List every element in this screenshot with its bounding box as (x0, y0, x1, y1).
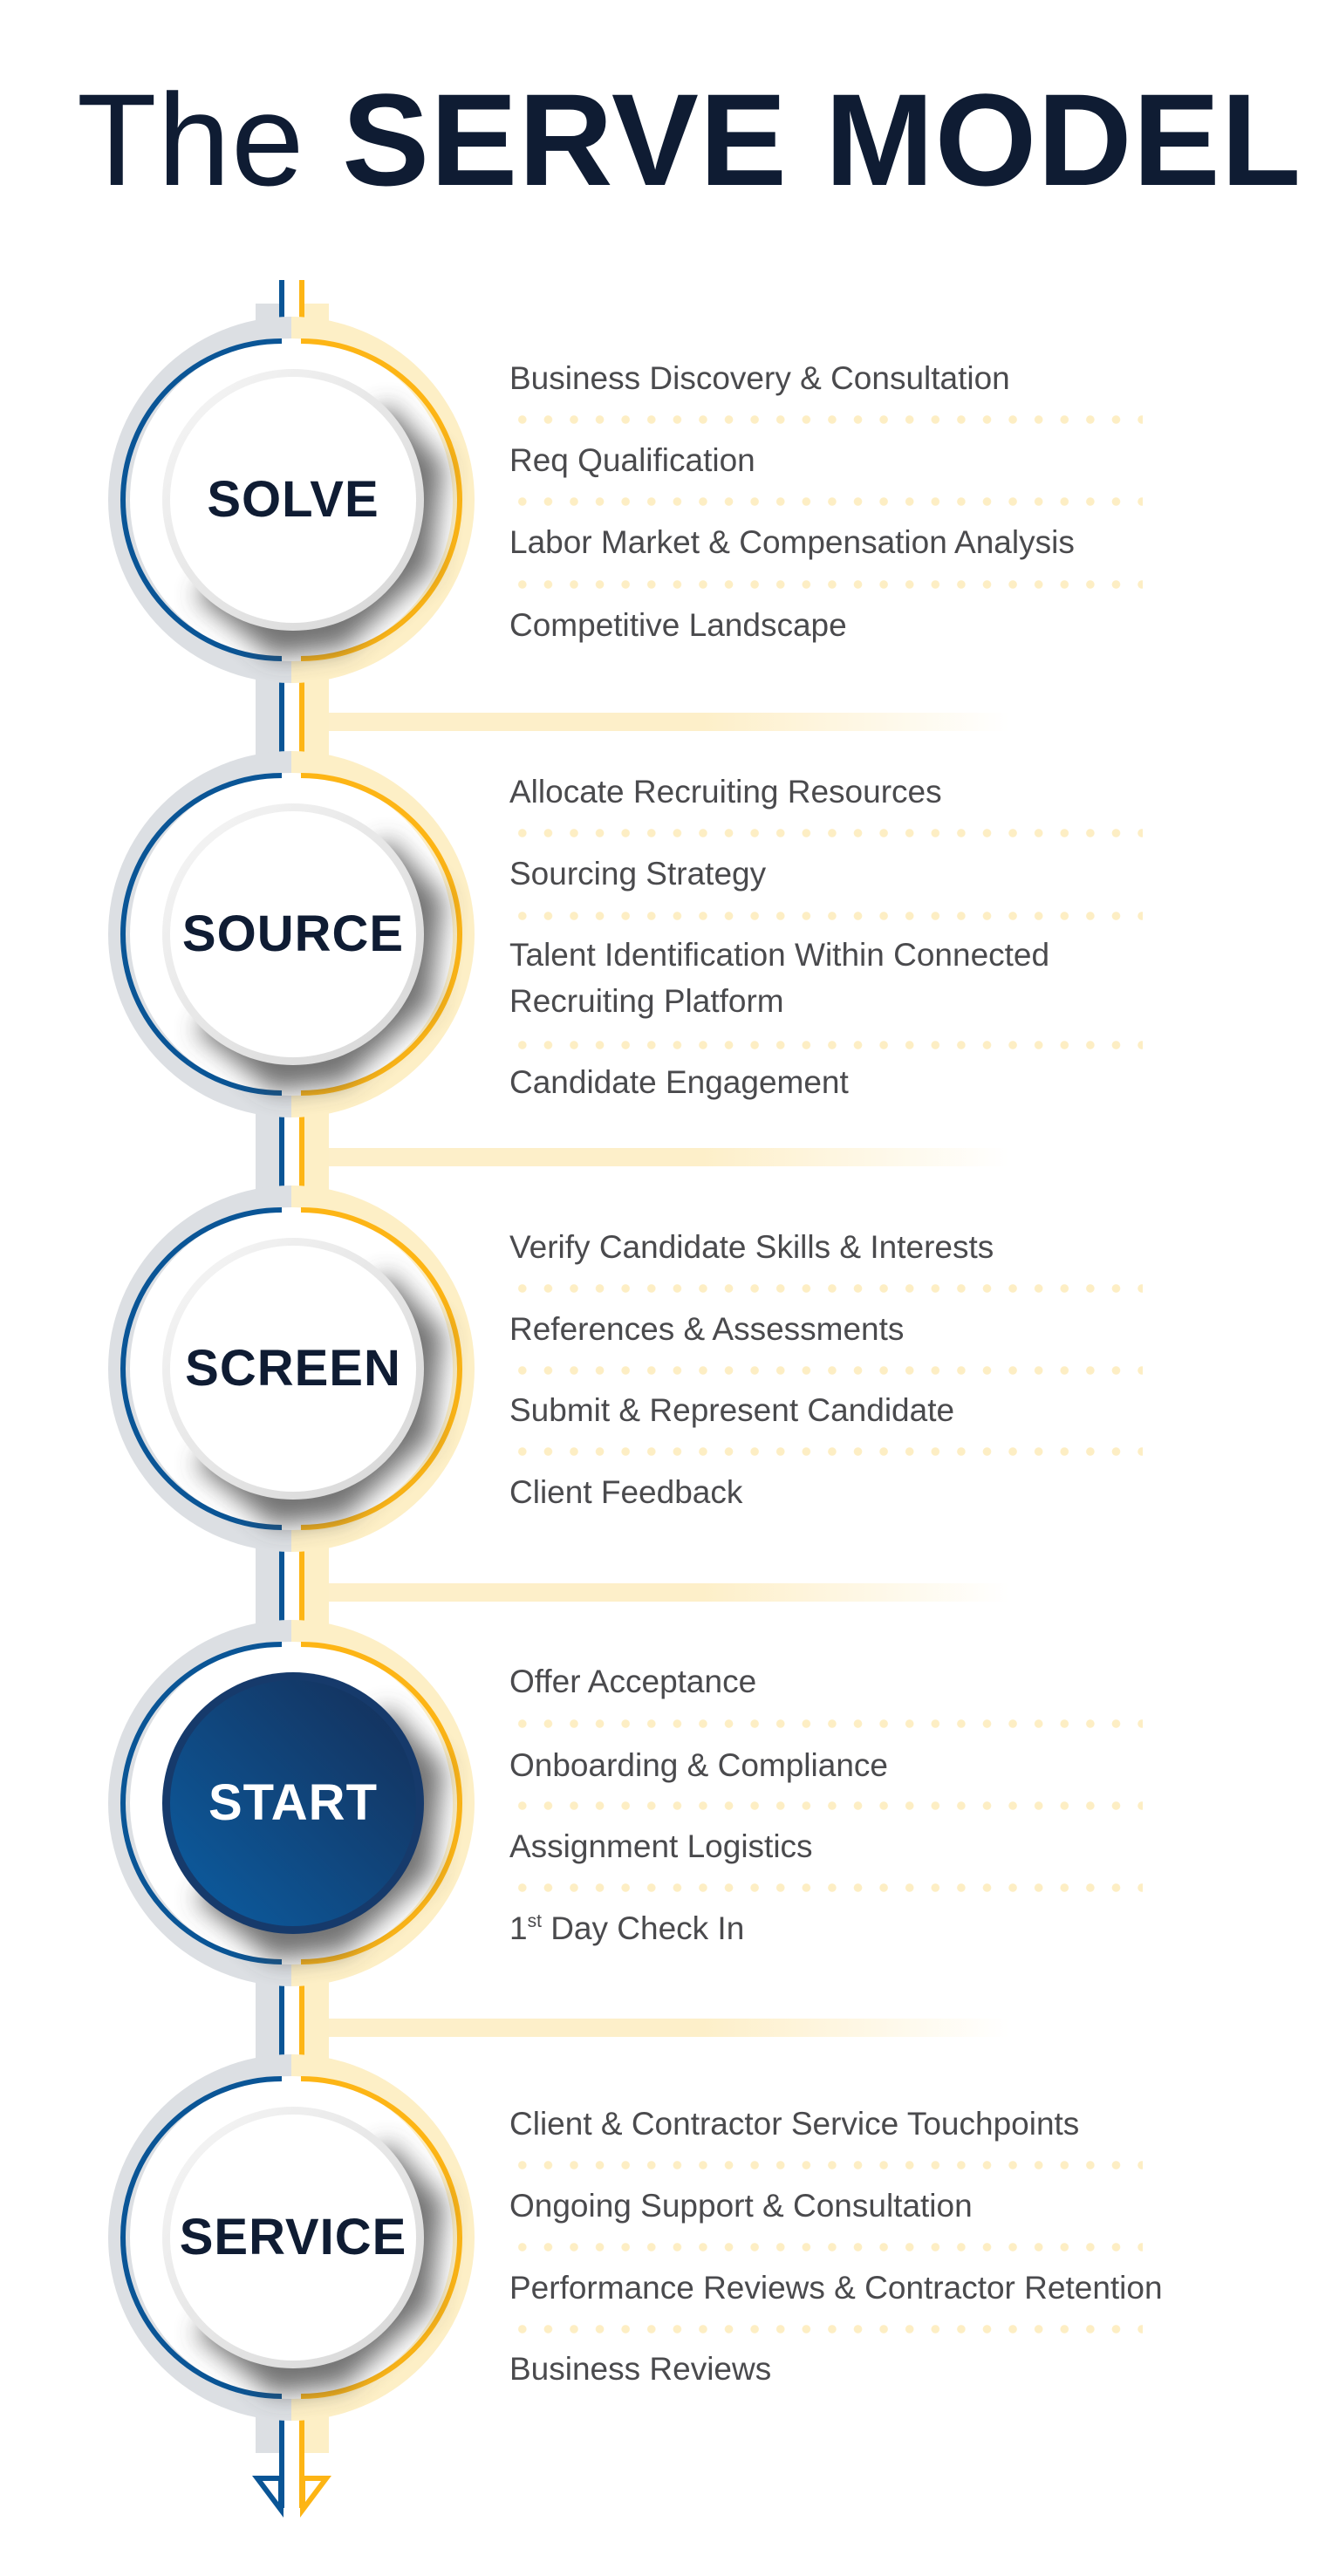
title-light: The (77, 66, 305, 213)
connector-bar (329, 1148, 1009, 1166)
dotted-divider (509, 1283, 1143, 1294)
item-text: 1 (509, 1910, 528, 1946)
dotted-divider (509, 579, 1143, 590)
title-bold: SERVE MODEL (342, 66, 1302, 213)
ordinal-suffix: st (527, 1911, 542, 1931)
stage-item: Onboarding & Compliance (509, 1747, 888, 1783)
stage-item: Allocate Recruiting Resources (509, 774, 942, 810)
stage-disc (170, 811, 416, 1057)
stage-label-solve: SOLVE (207, 471, 379, 528)
dotted-divider (509, 828, 1143, 838)
stage-disc (170, 377, 416, 623)
stage-item: Assignment Logistics (509, 1828, 813, 1864)
stage-item: Client Feedback (509, 1474, 743, 1510)
stage-item: 1st Day Check In (509, 1909, 744, 1949)
page-title: The SERVE MODEL (77, 61, 1301, 218)
stage-item: Req Qualification (509, 442, 755, 478)
stage-disc (170, 1680, 416, 1926)
dotted-divider (509, 496, 1143, 507)
stage-item: Submit & Represent Candidate (509, 1392, 955, 1428)
connector-bar (329, 1583, 1009, 1602)
dotted-divider (509, 2324, 1143, 2334)
blue-ring (120, 773, 283, 1096)
yellow-ring (300, 1207, 462, 1530)
stage-item: Business Reviews (509, 2351, 772, 2387)
stage-label-source: SOURCE (181, 905, 405, 962)
connector-bar (329, 713, 1009, 731)
stage-item: Labor Market & Compensation Analysis (509, 524, 1075, 560)
stage-disc (170, 1246, 416, 1492)
yellow-ring (300, 2076, 462, 2399)
stage-label-service: SERVICE (179, 2209, 407, 2265)
blue-ring (120, 1642, 283, 1964)
dotted-divider (509, 1882, 1143, 1893)
yellow-ring (300, 1642, 462, 1964)
stage-item: Performance Reviews & Contractor Retenti… (509, 2270, 1163, 2306)
dotted-divider (509, 2242, 1143, 2252)
blue-ring (120, 2076, 283, 2399)
yellow-ring (300, 338, 462, 661)
stage-item: References & Assessments (509, 1311, 905, 1347)
stage-label-start: START (208, 1774, 378, 1831)
dotted-divider (509, 2160, 1143, 2170)
stage-label-screen: SCREEN (185, 1340, 401, 1397)
yellow-ring (300, 773, 462, 1096)
stage-item: Business Discovery & Consultation (509, 360, 1010, 396)
dotted-divider (509, 414, 1143, 425)
stage-item: Client & Contractor Service Touchpoints (509, 2106, 1080, 2142)
dotted-divider (509, 1800, 1143, 1811)
dotted-divider (509, 1040, 1143, 1050)
blue-ring (120, 338, 283, 661)
dotted-divider (509, 1718, 1143, 1729)
connector-bar (329, 2019, 1009, 2037)
dotted-divider (509, 1446, 1143, 1457)
dotted-divider (509, 911, 1143, 921)
stage-item: Verify Candidate Skills & Interests (509, 1229, 994, 1265)
item-text: Day Check In (541, 1910, 745, 1946)
stage-disc (170, 2115, 416, 2361)
dotted-divider (509, 1365, 1143, 1376)
blue-ring (120, 1207, 283, 1530)
stage-item: Competitive Landscape (509, 607, 847, 643)
blue-arrow-icon (252, 2476, 284, 2518)
stage-item: Offer Acceptance (509, 1664, 757, 1699)
stage-item: Ongoing Support & Consultation (509, 2188, 973, 2224)
stage-item: Candidate Engagement (509, 1064, 849, 1100)
yellow-arrow-icon (300, 2476, 331, 2518)
stage-item: Sourcing Strategy (509, 856, 767, 892)
